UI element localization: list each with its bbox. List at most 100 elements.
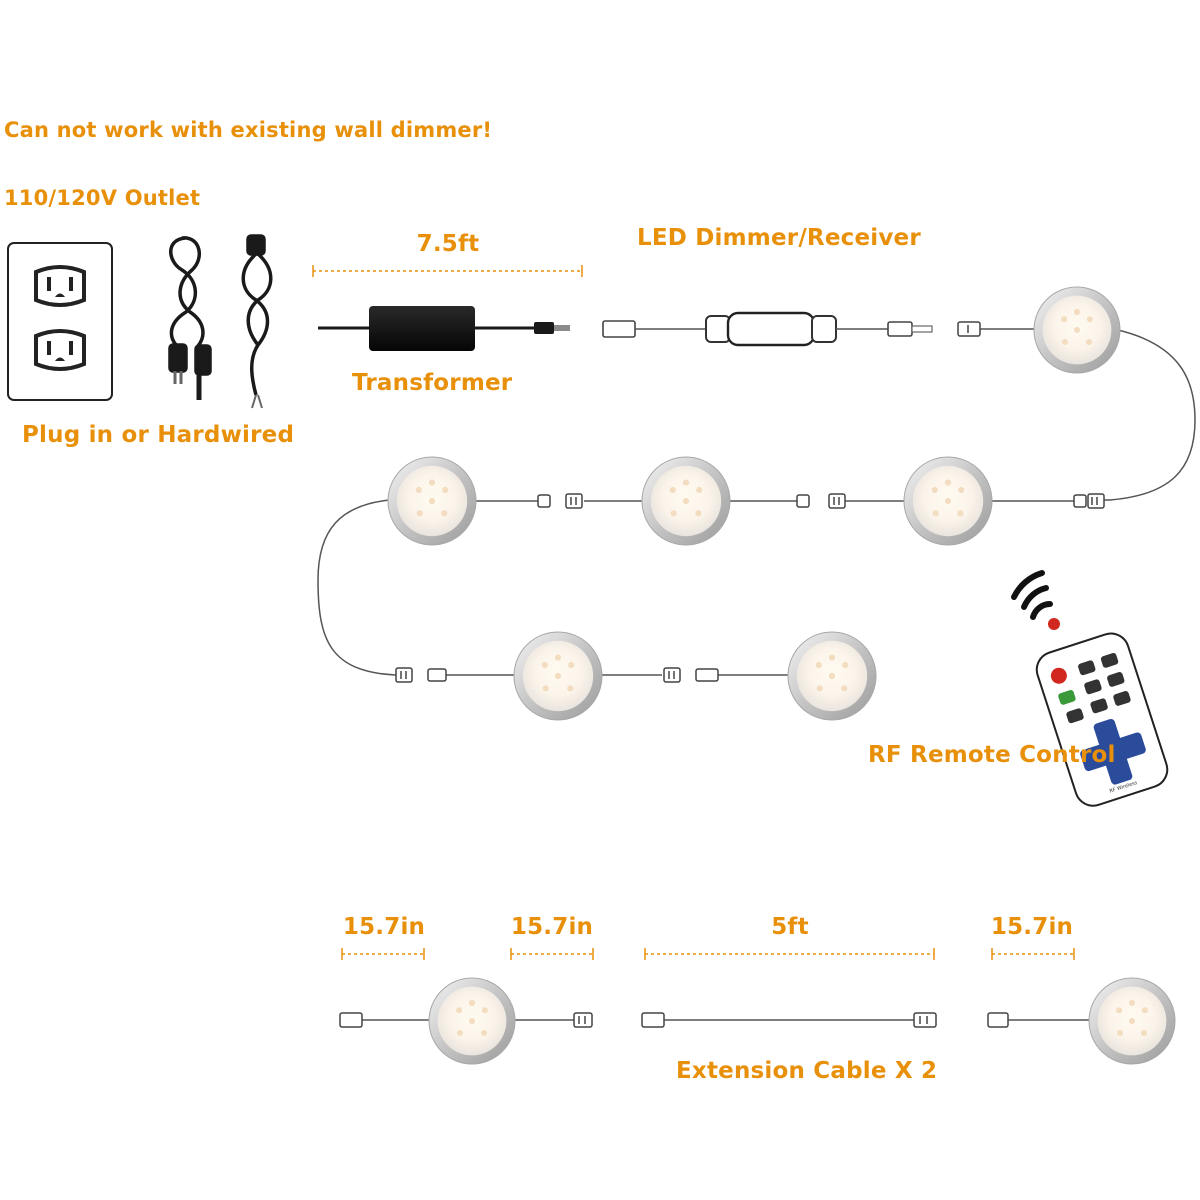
dimension-line-c	[991, 948, 1075, 960]
connector-male	[641, 1012, 665, 1028]
wireless-signal-icon	[1011, 570, 1053, 620]
remote-led-icon	[1048, 618, 1060, 630]
led-chip	[828, 672, 836, 680]
connector-female	[663, 667, 681, 683]
led-chip	[568, 661, 575, 669]
led-chip	[1128, 1017, 1136, 1025]
led-chip	[428, 497, 436, 505]
dimension-b-label: 15.7in	[510, 914, 594, 940]
led-chip	[481, 1007, 488, 1014]
led-puck-light	[387, 456, 477, 546]
led-chip	[695, 510, 702, 517]
connector-male	[427, 668, 447, 682]
led-chip	[1061, 316, 1068, 323]
led-chip	[481, 1030, 488, 1037]
bottom-dimension-lines	[341, 948, 1075, 960]
led-chip	[944, 497, 952, 505]
led-chip	[1116, 1030, 1123, 1037]
connector-male	[796, 494, 810, 508]
led-chip	[456, 1007, 463, 1014]
led-puck-light	[1088, 977, 1176, 1065]
transformer-label: Transformer	[352, 370, 513, 396]
connector-male	[987, 1012, 1009, 1028]
remote-dpad	[1080, 718, 1146, 785]
led-chip	[541, 661, 548, 669]
hardwire-cord	[241, 234, 273, 409]
led-chip	[1128, 999, 1136, 1006]
connector-male	[537, 494, 551, 508]
led-chip	[944, 479, 952, 486]
led-chip	[682, 497, 690, 505]
led-chip	[456, 1030, 463, 1037]
connector-male	[339, 1012, 363, 1028]
led-chip	[1061, 339, 1068, 346]
remote-power-button	[1050, 667, 1067, 684]
dimension-a-label: 15.7in	[342, 914, 426, 940]
led-chip	[441, 510, 448, 517]
dimension-line-a	[341, 948, 425, 960]
remote-label: RF Remote Control	[868, 742, 1116, 768]
led-puck-light	[428, 977, 516, 1065]
led-chip	[1073, 308, 1081, 315]
led-chip	[931, 486, 938, 494]
led-chip	[468, 1017, 476, 1025]
led-chip	[554, 654, 562, 661]
led-chip	[696, 486, 703, 494]
led-puck-light	[513, 631, 603, 721]
led-chip	[542, 685, 549, 692]
wall-outlet	[7, 242, 113, 401]
led-chip	[828, 654, 836, 661]
led-chip	[670, 510, 677, 517]
led-puck-light	[641, 456, 731, 546]
led-pucks	[387, 286, 1176, 1065]
extension-cable-label: Extension Cable X 2	[676, 1058, 938, 1084]
connector-female	[565, 493, 583, 509]
dimension-c-label: 15.7in	[990, 914, 1074, 940]
led-chip	[554, 672, 562, 680]
receiver-label: LED Dimmer/Receiver	[637, 225, 921, 251]
connector-female	[913, 1012, 937, 1028]
connector-female	[395, 667, 413, 683]
connector-female	[1087, 493, 1105, 509]
connectors	[339, 321, 1105, 1028]
connector-female	[573, 1012, 593, 1028]
dimmer-receiver	[602, 311, 933, 347]
led-chip	[416, 510, 423, 517]
led-chip	[958, 486, 965, 494]
led-chip	[468, 999, 476, 1006]
led-chip	[428, 479, 436, 486]
led-chip	[816, 685, 823, 692]
dimension-line-b	[510, 948, 594, 960]
led-chip	[442, 486, 449, 494]
dimension-5ft-label: 5ft	[771, 914, 809, 940]
led-puck-light	[787, 631, 877, 721]
led-chip	[669, 486, 676, 494]
led-chip	[1073, 326, 1081, 334]
connector-male	[957, 321, 981, 337]
led-chip	[682, 479, 690, 486]
led-puck-light	[903, 456, 993, 546]
outlet-socket-top	[34, 265, 86, 307]
led-chip	[1086, 339, 1093, 346]
transformer	[318, 306, 570, 351]
dimension-line-7-5ft	[312, 265, 583, 277]
dimension-line-5ft	[644, 948, 935, 960]
chain-wires	[317, 328, 1196, 1021]
rf-remote: RF Wireless	[1011, 570, 1169, 807]
led-chip	[567, 685, 574, 692]
led-chip	[957, 510, 964, 517]
connector-male	[1073, 494, 1087, 508]
led-chip	[1116, 1007, 1123, 1014]
led-chip	[932, 510, 939, 517]
led-chip	[842, 661, 849, 669]
plug-label: Plug in or Hardwired	[22, 422, 295, 448]
led-chip	[815, 661, 822, 669]
led-chip	[1141, 1007, 1148, 1014]
led-chip	[1141, 1030, 1148, 1037]
outlet-socket-bottom	[34, 329, 86, 371]
connector-male	[695, 668, 719, 682]
dimension-7-5ft-label: 7.5ft	[416, 231, 480, 257]
led-chip	[415, 486, 422, 494]
